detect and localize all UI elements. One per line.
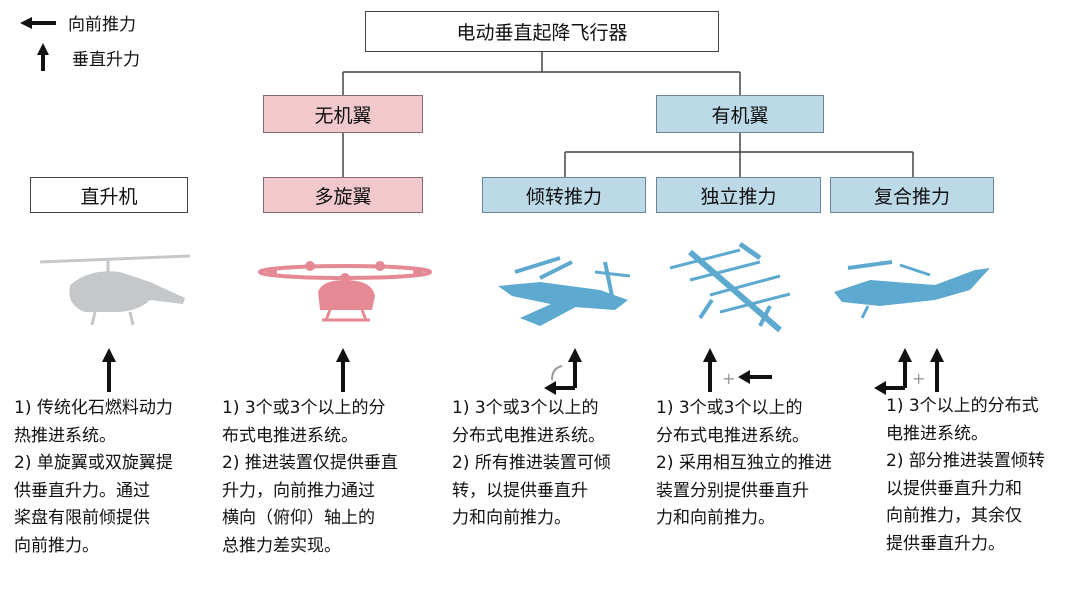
helicopter-silhouette-icon: [39, 254, 191, 326]
category-compound: 复合推力: [830, 177, 994, 213]
category-tilt: 倾转推力: [482, 177, 646, 213]
lift-cruise-arrows-icon: +: [703, 348, 772, 392]
description-compound: 1) 3个以上的分布式 电推进系统。 2) 部分推进装置倾转 以提供垂直升力和 …: [886, 396, 1045, 554]
tilt-rotating-thrust-arrow-icon: [544, 348, 582, 395]
category-multirotor: 多旋翼: [263, 177, 423, 213]
group-winged-label: 有机翼: [711, 104, 769, 127]
svg-text:+: +: [912, 369, 925, 388]
description-tilt: 1) 3个或3个以上的 分布式电推进系统。 2) 所有推进装置可倾 转，以提供垂…: [452, 398, 611, 528]
description-multirotor: 1) 3个或3个以上的分 布式电推进系统。 2) 推进装置仅提供垂直 升力，向前…: [222, 398, 398, 556]
multirotor-lift-arrow-icon: [336, 348, 350, 392]
tree-connectors: [342, 52, 914, 177]
category-helicopter-label: 直升机: [80, 185, 138, 208]
legend-forward-label: 向前推力: [68, 15, 136, 35]
description-helicopter: 1) 传统化石燃料动力 热推进系统。 2) 单旋翼或双旋翼提 供垂直升力。通过 …: [14, 398, 173, 556]
svg-text:+: +: [722, 369, 735, 388]
category-lift-cruise: 独立推力: [656, 177, 821, 213]
compound-silhouette-icon: [834, 260, 990, 319]
category-lift-cruise-label: 独立推力: [700, 185, 777, 208]
group-wingless-label: 无机翼: [314, 104, 372, 127]
category-helicopter: 直升机: [30, 177, 188, 213]
legend-lift-label: 垂直升力: [72, 49, 140, 70]
group-wingless: 无机翼: [263, 95, 423, 133]
legend-lift: 垂直升力: [36, 42, 140, 72]
legend-forward: 向前推力: [18, 10, 136, 35]
category-compound-label: 复合推力: [873, 185, 950, 208]
category-multirotor-label: 多旋翼: [314, 185, 372, 208]
category-tilt-label: 倾转推力: [525, 185, 602, 208]
forward-arrow-icon: [20, 16, 56, 29]
compound-arrows-icon: +: [874, 348, 944, 395]
group-winged: 有机翼: [656, 95, 824, 133]
helicopter-lift-arrow-icon: [102, 348, 116, 392]
description-lift-cruise: 1) 3个或3个以上的 分布式电推进系统。 2) 采用相互独立的推进 装置分别提…: [656, 398, 832, 528]
root-node: 电动垂直起降飞行器: [365, 11, 719, 52]
lift-arrow-icon: [37, 43, 49, 71]
tilt-thrust-silhouette-icon: [498, 256, 631, 326]
multirotor-silhouette-icon: [258, 261, 432, 322]
lift-cruise-silhouette-icon: [669, 241, 791, 333]
root-label: 电动垂直起降飞行器: [456, 22, 628, 44]
